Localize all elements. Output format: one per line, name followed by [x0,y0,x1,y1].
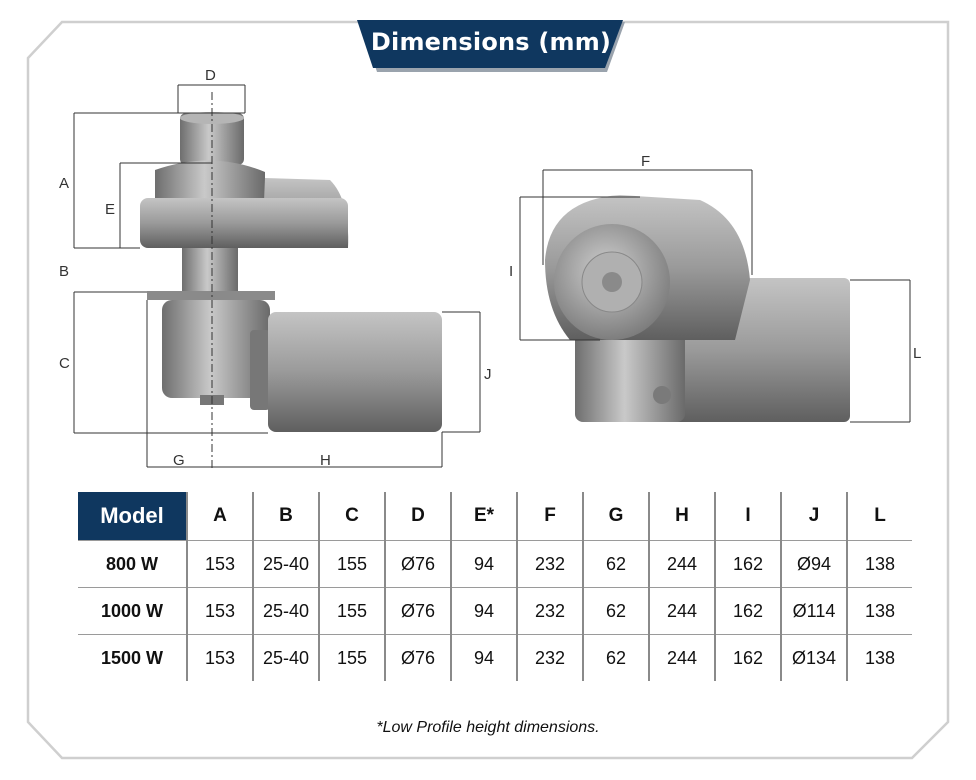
dim-label-e: E [105,201,115,218]
value-cell: 25-40 [252,587,319,635]
value-cell: 232 [516,540,583,588]
value-cell: 153 [186,587,253,635]
dim-label-l: L [913,345,921,362]
value-cell: 244 [648,634,715,681]
footnote: *Low Profile height dimensions. [376,719,600,736]
value-cell: 138 [846,540,912,588]
dim-label-c: C [59,355,70,372]
value-cell: 94 [450,587,517,635]
value-cell: 153 [186,540,253,588]
header-l: L [846,492,912,541]
page-title: Dimensions (mm) [370,28,612,56]
winch-front-view [545,195,850,422]
header-e: E* [450,492,517,541]
value-cell: 155 [318,540,385,588]
value-cell: 232 [516,634,583,681]
value-cell: 138 [846,634,912,681]
value-cell: Ø76 [384,634,451,681]
value-cell: 153 [186,634,253,681]
value-cell: 62 [582,540,649,588]
value-cell: Ø76 [384,587,451,635]
header-h: H [648,492,715,541]
dim-label-i: I [509,263,513,280]
header-model: Model [78,492,187,541]
value-cell: 138 [846,587,912,635]
dimension-lines [73,84,911,468]
dim-label-j: J [484,366,492,383]
value-cell: 244 [648,587,715,635]
value-cell: 155 [318,634,385,681]
model-cell: 1500 W [78,634,187,681]
value-cell: 62 [582,587,649,635]
dimension-diagram: D A E B C J G H F I L [59,67,921,470]
dimension-labels: D A E B C J G H F I L [59,67,921,469]
value-cell: 25-40 [252,540,319,588]
header-i: I [714,492,781,541]
header-a: A [186,492,253,541]
table-header-row: Model A B C D E* F G H I J L [78,492,912,541]
value-cell: 62 [582,634,649,681]
header-f: F [516,492,583,541]
value-cell: 162 [714,540,781,588]
value-cell: 162 [714,587,781,635]
value-cell: 155 [318,587,385,635]
value-cell: 94 [450,634,517,681]
model-cell: 1000 W [78,587,187,635]
dim-label-g: G [173,452,185,469]
dim-label-a: A [59,175,69,192]
header-d: D [384,492,451,541]
header-g: G [582,492,649,541]
value-cell: 232 [516,587,583,635]
value-cell: Ø94 [780,540,847,588]
winch-side-view [140,92,442,470]
value-cell: Ø114 [780,587,847,635]
header-c: C [318,492,385,541]
value-cell: 94 [450,540,517,588]
header-b: B [252,492,319,541]
dim-label-f: F [641,153,650,170]
model-cell: 800 W [78,540,187,588]
value-cell: Ø134 [780,634,847,681]
value-cell: 244 [648,540,715,588]
title-banner [357,20,625,72]
header-j: J [780,492,847,541]
value-cell: 162 [714,634,781,681]
value-cell: Ø76 [384,540,451,588]
dim-label-b: B [59,263,69,280]
value-cell: 25-40 [252,634,319,681]
dim-label-h: H [320,452,331,469]
dim-label-d: D [205,67,216,84]
